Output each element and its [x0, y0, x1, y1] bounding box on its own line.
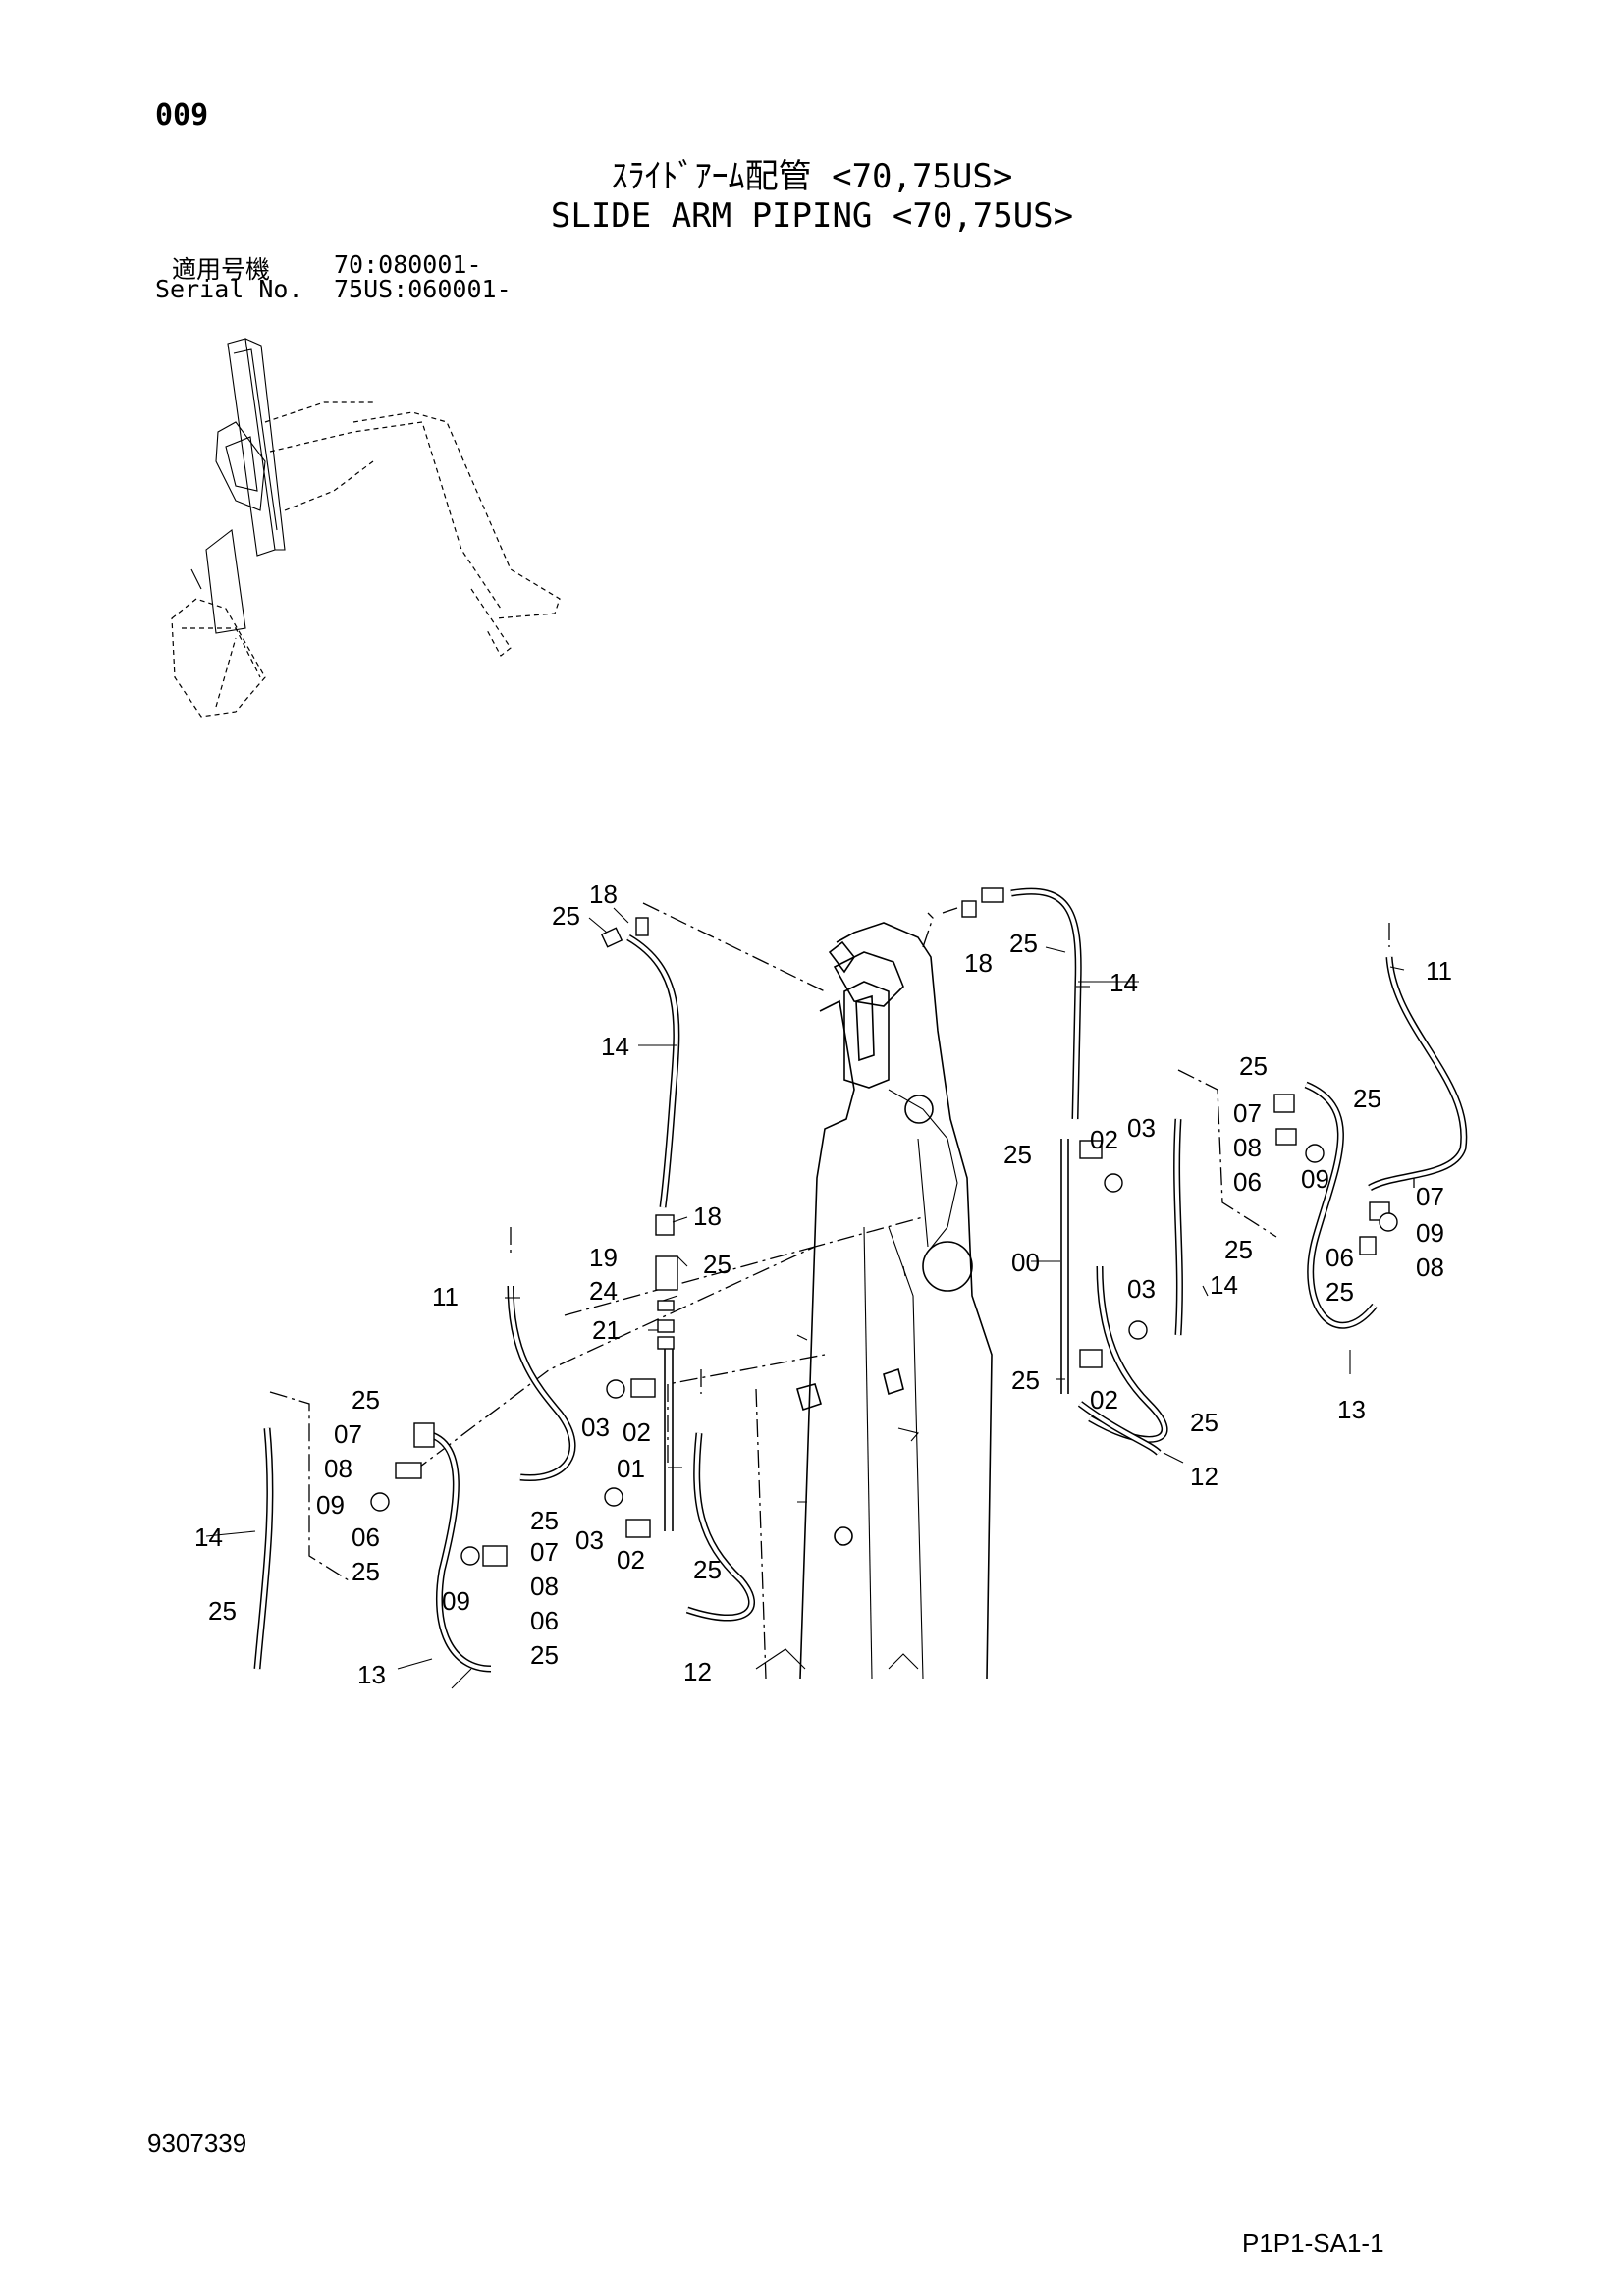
callout-c49: 09	[1301, 1164, 1329, 1194]
callout-c47: 08	[1233, 1133, 1262, 1162]
callout-c24: 25	[208, 1596, 237, 1626]
callout-c30: 06	[530, 1606, 559, 1635]
callout-c39: 03	[1127, 1274, 1156, 1304]
callout-c35: 25	[1003, 1140, 1032, 1169]
callout-c13: 03	[575, 1525, 604, 1555]
callout-c8: 21	[592, 1315, 621, 1345]
callout-c48: 06	[1233, 1167, 1262, 1197]
callout-c41: 02	[1090, 1385, 1118, 1415]
callout-c42: 25	[1190, 1408, 1218, 1437]
callout-c4: 18	[693, 1201, 722, 1231]
slide-arm-body	[755, 912, 993, 1680]
callout-c25: 13	[357, 1660, 386, 1689]
callout-c43: 12	[1190, 1462, 1218, 1491]
callout-c52: 07	[1416, 1182, 1444, 1211]
callout-c55: 08	[1416, 1253, 1444, 1282]
hoses	[253, 887, 1468, 1673]
callout-c19: 08	[324, 1454, 352, 1483]
callout-labels: 18 25 14 18 19 25 24 21 11 03 02 01 03 0…	[194, 880, 1452, 1689]
callout-c46: 07	[1233, 1098, 1262, 1128]
callout-c16: 12	[683, 1657, 712, 1686]
callout-c5: 19	[589, 1243, 618, 1272]
callout-c18: 07	[334, 1419, 362, 1449]
callout-c36: 02	[1090, 1125, 1118, 1154]
document-number: 9307339	[147, 2128, 247, 2158]
callout-c7: 24	[589, 1276, 618, 1306]
callout-c22: 25	[352, 1557, 380, 1586]
callout-c9: 11	[432, 1282, 459, 1311]
callout-c45: 25	[1239, 1051, 1268, 1081]
leader-lines	[205, 907, 1405, 1689]
callout-c53: 09	[1416, 1218, 1444, 1248]
page-number: 009	[155, 98, 209, 133]
callout-c6: 25	[703, 1250, 731, 1279]
callout-c10: 03	[581, 1413, 610, 1442]
callout-c27: 07	[530, 1537, 559, 1567]
callout-c32: 18	[964, 948, 993, 978]
callout-c26: 25	[530, 1506, 559, 1535]
callout-c20: 09	[316, 1490, 345, 1520]
callout-c11: 02	[623, 1417, 651, 1447]
excavator-thumbnail	[171, 338, 561, 718]
callout-c17: 25	[352, 1385, 380, 1415]
title-english: SLIDE ARM PIPING <70,75US>	[550, 196, 1074, 236]
callout-c50: 25	[1224, 1235, 1253, 1264]
callout-c56: 25	[1326, 1277, 1354, 1307]
callout-c1: 18	[589, 880, 618, 909]
serial-label-japanese: 適用号機	[172, 255, 271, 284]
callout-c57: 13	[1337, 1395, 1366, 1424]
callout-c54: 06	[1326, 1243, 1354, 1272]
page-code: P1P1-SA1-1	[1242, 2228, 1384, 2258]
assembly-lines	[269, 902, 1415, 1680]
callout-c21: 06	[352, 1522, 380, 1552]
title-japanese: ｽﾗｲﾄﾞｱｰﾑ配管 <70,75US>	[611, 157, 1013, 196]
callout-c15: 25	[693, 1555, 722, 1584]
callout-c28: 09	[442, 1586, 470, 1616]
callout-c51: 25	[1353, 1084, 1381, 1113]
callout-c40: 25	[1011, 1365, 1040, 1395]
callout-c12: 01	[617, 1454, 645, 1483]
callout-c44: 14	[1210, 1270, 1238, 1300]
callout-c2: 25	[552, 901, 580, 931]
callout-c34: 14	[1110, 968, 1138, 997]
callout-c38: 00	[1011, 1248, 1040, 1277]
callout-c29: 08	[530, 1572, 559, 1601]
callout-c33: 25	[1009, 929, 1038, 958]
fittings	[370, 887, 1398, 1567]
serial-range-75us: 75US:060001-	[334, 275, 512, 303]
callout-c31: 25	[530, 1640, 559, 1670]
serial-range-70: 70:080001-	[334, 250, 482, 279]
serial-label-english: Serial No.	[155, 275, 303, 303]
callout-c14: 02	[617, 1545, 645, 1575]
callout-c23: 14	[194, 1522, 223, 1552]
callout-c58: 11	[1426, 956, 1452, 986]
callout-c3: 14	[601, 1032, 629, 1061]
callout-c37: 03	[1127, 1113, 1156, 1143]
